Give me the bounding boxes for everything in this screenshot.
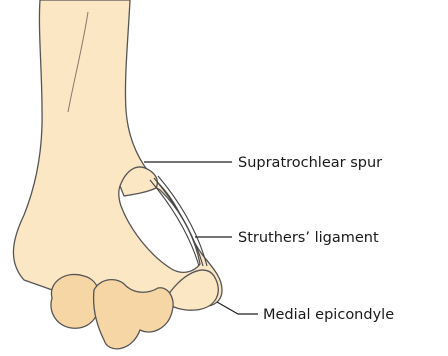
medial-epicondyle-leader [217, 302, 258, 314]
medial-epicondyle-label: Medial epicondyle [263, 307, 394, 323]
struthers-ligament-label: Struthers’ ligament [238, 230, 379, 246]
supratrochlear-spur-label: Supratrochlear spur [238, 155, 382, 171]
trochlea [94, 280, 173, 349]
capitulum [51, 274, 100, 328]
